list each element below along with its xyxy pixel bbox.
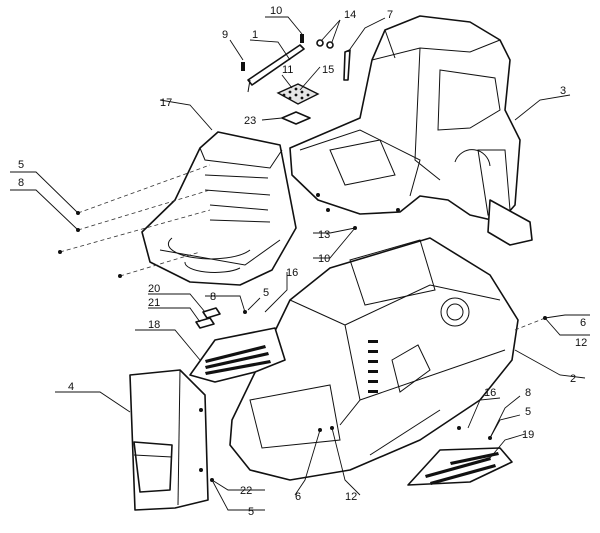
callout-8-left: 8 [18, 177, 24, 189]
callout-4: 4 [68, 381, 74, 393]
leader-lines [10, 16, 590, 511]
callout-18: 18 [148, 319, 160, 331]
callout-16-left: 16 [286, 267, 298, 279]
callout-5-mid: 5 [263, 287, 269, 299]
callout-16-right: 16 [484, 387, 496, 399]
callout-10-top: 10 [270, 5, 282, 17]
callout-11: 11 [282, 64, 293, 76]
callout-3: 3 [560, 85, 566, 97]
callout-8-mid: 8 [210, 291, 216, 303]
front-cover-part [129, 369, 209, 511]
callout-5-right: 5 [525, 406, 531, 418]
callout-2: 2 [570, 373, 576, 385]
callout-6-right: 6 [580, 317, 586, 329]
callout-21: 21 [148, 297, 160, 309]
pin-parts [316, 39, 351, 81]
callout-5-left: 5 [18, 159, 24, 171]
pad-parts [276, 83, 320, 125]
callout-19: 19 [522, 429, 534, 441]
callout-13: 13 [318, 229, 330, 241]
rod-part [241, 34, 305, 93]
callout-10-mid: 10 [318, 253, 330, 265]
seat-part [141, 131, 297, 286]
callout-22: 22 [240, 485, 252, 497]
clip-parts [195, 307, 221, 329]
callout-14: 14 [344, 9, 356, 21]
upper-housing-part [289, 15, 533, 246]
callout-17: 17 [160, 97, 172, 109]
callout-7: 7 [387, 9, 393, 21]
callout-20: 20 [148, 283, 160, 295]
callout-8-right: 8 [525, 387, 531, 399]
callout-5-bottom: 5 [248, 506, 254, 518]
callout-1: 1 [252, 29, 258, 41]
floor-mat-left [189, 327, 286, 383]
callout-23: 23 [244, 115, 256, 127]
callout-labels: 10 14 7 9 1 11 15 3 17 23 5 8 13 10 16 2… [18, 5, 587, 518]
callout-9: 9 [222, 29, 228, 41]
chassis-part [229, 237, 519, 481]
callout-12-bottom: 12 [345, 491, 357, 503]
floor-mat-right [407, 447, 513, 486]
callout-6-bottom: 6 [295, 491, 301, 503]
callout-12-right: 12 [575, 337, 587, 349]
callout-15: 15 [322, 64, 334, 76]
